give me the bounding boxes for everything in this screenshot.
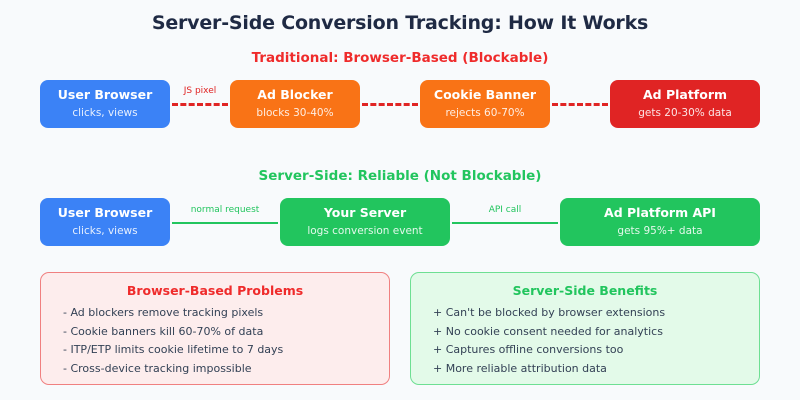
panel-title: Server-Side Benefits	[512, 283, 658, 298]
node-subtitle: logs conversion event	[307, 224, 423, 237]
section-heading-serverside: Server-Side: Reliable (Not Blockable)	[258, 168, 542, 184]
list-item: + More reliable attribution data	[433, 361, 607, 375]
node-title: Ad Platform	[642, 87, 728, 103]
list-item: - Ad blockers remove tracking pixels	[63, 306, 264, 319]
problems-list: - Ad blockers remove tracking pixels - C…	[41, 304, 389, 378]
list-item: - ITP/ETP limits cookie lifetime to 7 da…	[63, 343, 284, 356]
list-item: + No cookie consent needed for analytics	[433, 324, 663, 338]
connector-adblocker-to-cookiebanner	[362, 103, 418, 106]
node-title: Ad Platform API	[604, 205, 716, 221]
connector-label-api-call: API call	[488, 205, 522, 215]
node-title: Cookie Banner	[433, 87, 537, 103]
connector-server-to-adplatformapi	[452, 222, 558, 224]
node-subtitle: clicks, views	[72, 224, 138, 237]
node-subtitle: clicks, views	[72, 106, 138, 119]
node-title: User Browser	[57, 205, 153, 221]
node-title: User Browser	[57, 87, 153, 103]
connector-label-normal-request: normal request	[190, 205, 260, 215]
section-heading-traditional: Traditional: Browser-Based (Blockable)	[251, 50, 549, 66]
node-cookie-banner[interactable]: Cookie Banner rejects 60-70%	[420, 80, 550, 128]
list-item: - Cross-device tracking impossible	[63, 361, 252, 375]
connector-cookiebanner-to-adplatform	[552, 103, 608, 106]
panel-browser-based-problems: Browser-Based Problems - Ad blockers rem…	[40, 272, 390, 385]
page-title: Server-Side Conversion Tracking: How It …	[151, 12, 649, 34]
node-title: Ad Blocker	[257, 87, 333, 103]
node-ad-platform-api[interactable]: Ad Platform API gets 95%+ data	[560, 198, 760, 246]
connector-browser-to-adblocker	[172, 103, 228, 106]
node-your-server[interactable]: Your Server logs conversion event	[280, 198, 450, 246]
panel-title: Browser-Based Problems	[126, 283, 304, 298]
list-item: + Captures offline conversions too	[433, 343, 624, 356]
node-ad-platform[interactable]: Ad Platform gets 20-30% data	[610, 80, 760, 128]
node-subtitle: gets 95%+ data	[617, 224, 703, 237]
list-item: - Cookie banners kill 60-70% of data	[63, 324, 264, 338]
node-ad-blocker[interactable]: Ad Blocker blocks 30-40%	[230, 80, 360, 128]
node-user-browser-serverside[interactable]: User Browser clicks, views	[40, 198, 170, 246]
connector-label-js-pixel: JS pixel	[183, 86, 217, 96]
node-subtitle: gets 20-30% data	[638, 106, 732, 119]
node-subtitle: rejects 60-70%	[445, 106, 525, 119]
node-user-browser-traditional[interactable]: User Browser clicks, views	[40, 80, 170, 128]
panel-server-side-benefits: Server-Side Benefits + Can't be blocked …	[410, 272, 760, 385]
connector-browser-to-server	[172, 222, 278, 224]
benefits-list: + Can't be blocked by browser extensions…	[411, 304, 759, 378]
node-subtitle: blocks 30-40%	[256, 106, 334, 119]
node-title: Your Server	[323, 205, 407, 221]
list-item: + Can't be blocked by browser extensions	[433, 306, 666, 319]
